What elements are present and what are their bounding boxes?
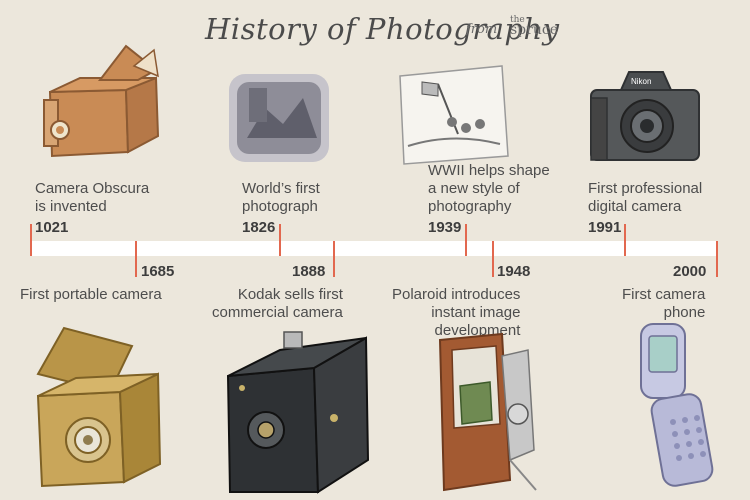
nikon-digital-camera-icon: Nikon (590, 71, 700, 161)
event-year: 1991 (588, 219, 622, 236)
spruce-logo: the spruce (510, 15, 558, 38)
event-year: 2000 (673, 263, 707, 280)
nikon-label: Nikon (631, 77, 651, 86)
timeline-tick (465, 224, 467, 256)
brand-from-text: from (466, 22, 498, 37)
event-year: 1685 (141, 263, 175, 280)
timeline-tick (135, 241, 137, 277)
camera-obscura-icon (43, 44, 160, 158)
brand-attribution: from the spruce (466, 16, 558, 38)
page-title: History of Photography (205, 12, 560, 46)
event-year: 1021 (35, 219, 69, 236)
event-year: 1826 (242, 219, 276, 236)
event-description: First portable camera (20, 286, 162, 303)
event-year: 1939 (428, 219, 462, 236)
event-year: 1888 (292, 263, 326, 280)
timeline-tick (624, 224, 626, 256)
timeline-tick (492, 241, 494, 277)
polaroid-camera-icon (438, 332, 537, 492)
kodak-camera-icon (226, 331, 370, 494)
timeline-tick (279, 224, 281, 256)
wwii-photo-icon (399, 65, 509, 165)
timeline-tick (716, 241, 718, 277)
timeline-bar (30, 241, 718, 256)
brand-small-text: the (510, 15, 525, 25)
first-photograph-icon (229, 74, 329, 162)
timeline-tick (30, 224, 32, 256)
timeline-tick (333, 241, 335, 277)
flip-camera-phone-icon (640, 323, 714, 487)
brand-big-text: spruce (510, 22, 558, 38)
event-year: 1948 (497, 263, 531, 280)
portable-box-camera-icon (36, 326, 162, 488)
